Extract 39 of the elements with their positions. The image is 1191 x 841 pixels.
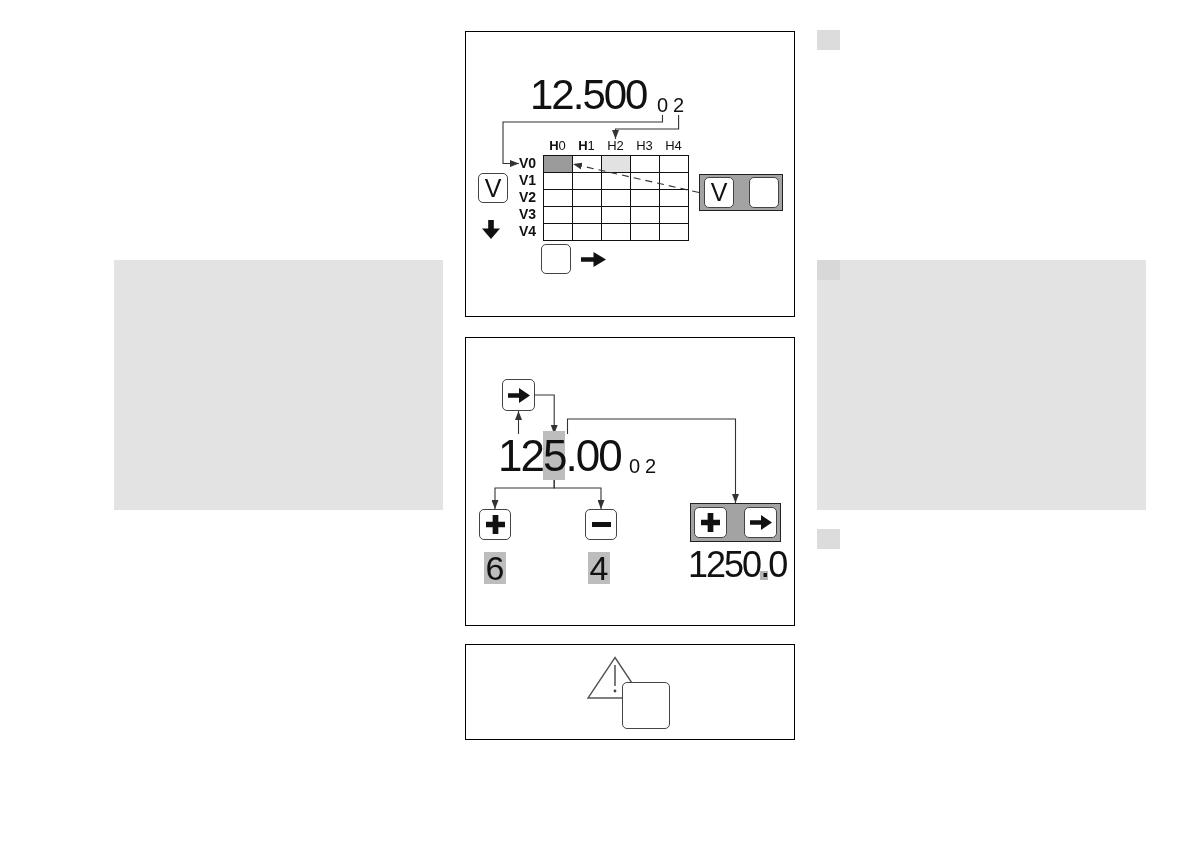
keypad-key [744, 507, 777, 538]
arrow [502, 114, 664, 167]
keypad-key [694, 507, 727, 538]
row-header: V3 [519, 206, 538, 223]
arrow [612, 114, 680, 140]
keypad-key [749, 177, 779, 208]
arrow [566, 418, 739, 504]
display-reading: 12.500 [530, 74, 647, 116]
display-reading: 1250.0 [688, 547, 787, 583]
arrow [515, 410, 522, 435]
display-code: 02 [657, 95, 690, 115]
column-header: H1 [577, 139, 596, 153]
keypad-key [541, 244, 571, 274]
row-header: V0 [519, 155, 541, 172]
row-header: V4 [519, 223, 538, 240]
matrix-cell [543, 155, 573, 173]
key-pair-panel [699, 174, 783, 211]
arrow [553, 477, 605, 510]
dashed-arrow [572, 162, 700, 194]
keypad-key [585, 509, 617, 540]
figure-frame [465, 337, 795, 626]
keypad-key [479, 509, 511, 540]
row-header: V2 [519, 189, 538, 206]
column-header: H2 [601, 139, 630, 153]
row-header: V1 [519, 172, 538, 189]
keypad-key: V [704, 177, 734, 208]
column-header: H3 [635, 139, 654, 153]
keypad-key: V [478, 173, 508, 203]
display-digit: 4 [588, 552, 610, 584]
keypad-key [622, 682, 670, 729]
key-pair-panel [690, 503, 781, 542]
figure-frame [465, 31, 795, 317]
display-digit: 6 [484, 552, 506, 584]
keypad-key [502, 379, 535, 411]
display-code: 02 [629, 456, 662, 476]
display-reading: 125.00 [498, 434, 621, 478]
column-header: H0 [548, 139, 567, 153]
column-header: H4 [664, 139, 683, 153]
figure-frame [465, 644, 795, 740]
